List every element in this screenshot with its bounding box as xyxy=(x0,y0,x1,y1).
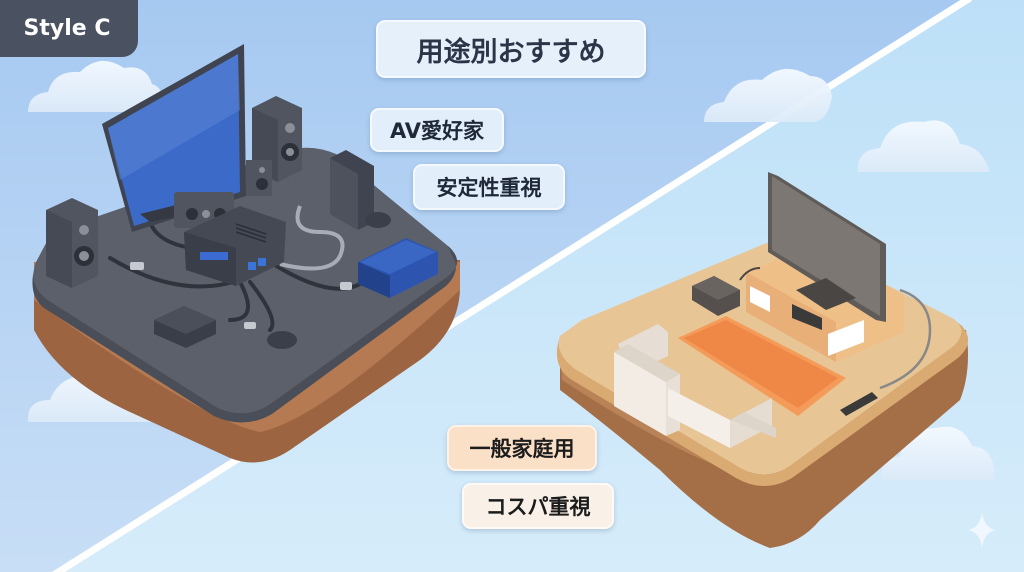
rug xyxy=(678,316,846,416)
page-title-label: 用途別おすすめ xyxy=(416,36,606,68)
tag-label: AV愛好家 xyxy=(389,119,485,143)
tag-general-household: 一般家庭用 xyxy=(447,425,597,471)
controller-icon xyxy=(267,331,297,349)
sparkle-icon xyxy=(968,512,996,548)
style-badge-label: Style C xyxy=(23,16,111,41)
sofa-icon xyxy=(614,324,776,448)
style-badge: Style C xyxy=(0,0,138,57)
tag-label: 一般家庭用 xyxy=(469,437,575,461)
tv-icon xyxy=(768,172,886,322)
page-title: 用途別おすすめ xyxy=(376,20,646,78)
game-console-icon xyxy=(154,306,216,348)
streaming-stick-icon xyxy=(840,392,878,416)
tag-cost-performance: コスパ重視 xyxy=(462,483,614,529)
cloud-icon xyxy=(704,68,832,122)
speaker-icon xyxy=(246,160,272,196)
cloud-icon xyxy=(28,60,163,112)
tag-label: コスパ重視 xyxy=(485,495,591,519)
game-console-icon xyxy=(330,150,374,230)
set-top-box-icon xyxy=(692,276,740,316)
bluray-player-icon xyxy=(358,238,438,298)
controller-icon xyxy=(365,212,391,228)
tv-icon xyxy=(102,44,246,232)
speaker-icon xyxy=(46,198,98,288)
tag-av-enthusiast: AV愛好家 xyxy=(370,108,504,152)
tag-label: 安定性重視 xyxy=(436,176,542,200)
cloud-icon xyxy=(857,120,990,172)
tag-stability: 安定性重視 xyxy=(413,164,565,210)
